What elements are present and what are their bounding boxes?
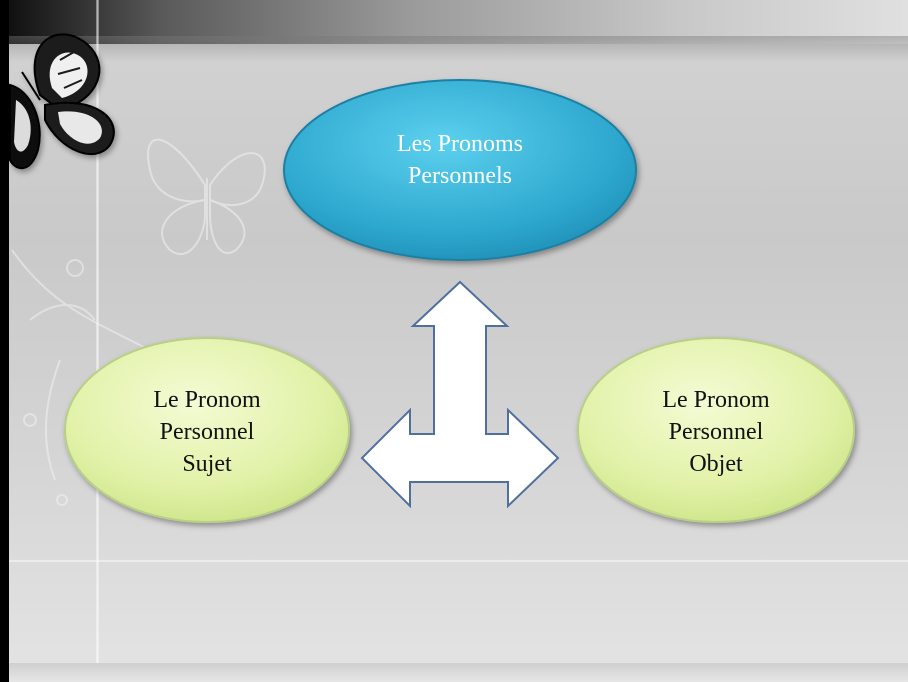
left-black-bar bbox=[0, 0, 9, 682]
bottom-strip bbox=[0, 663, 908, 682]
decorative-horizontal-line bbox=[0, 560, 908, 562]
node-top-ellipse bbox=[283, 79, 637, 261]
node-left-line3: Sujet bbox=[182, 451, 232, 477]
node-right-line1: Le Pronom bbox=[662, 387, 770, 413]
node-left-ellipse bbox=[64, 337, 350, 523]
butterfly-icon bbox=[9, 33, 115, 170]
top-band-fade bbox=[0, 36, 908, 62]
node-right-ellipse bbox=[577, 337, 855, 523]
node-right-line2: Personnel bbox=[668, 419, 764, 445]
node-left-label: Le Pronom Personnel Sujet bbox=[97, 384, 317, 480]
faint-butterfly-icon bbox=[147, 138, 266, 255]
three-way-arrow-icon bbox=[360, 280, 560, 509]
node-left-line2: Personnel bbox=[159, 419, 255, 445]
node-top-line1: Les Pronoms bbox=[397, 131, 523, 157]
node-right-line3: Objet bbox=[689, 451, 743, 477]
top-gradient-band bbox=[0, 0, 908, 44]
node-right-label: Le Pronom Personnel Objet bbox=[606, 384, 826, 480]
node-top-label: Les Pronoms Personnels bbox=[300, 128, 620, 192]
node-left-line1: Le Pronom bbox=[153, 387, 261, 413]
node-top-line2: Personnels bbox=[408, 163, 512, 189]
decorative-vertical-line bbox=[96, 0, 99, 682]
